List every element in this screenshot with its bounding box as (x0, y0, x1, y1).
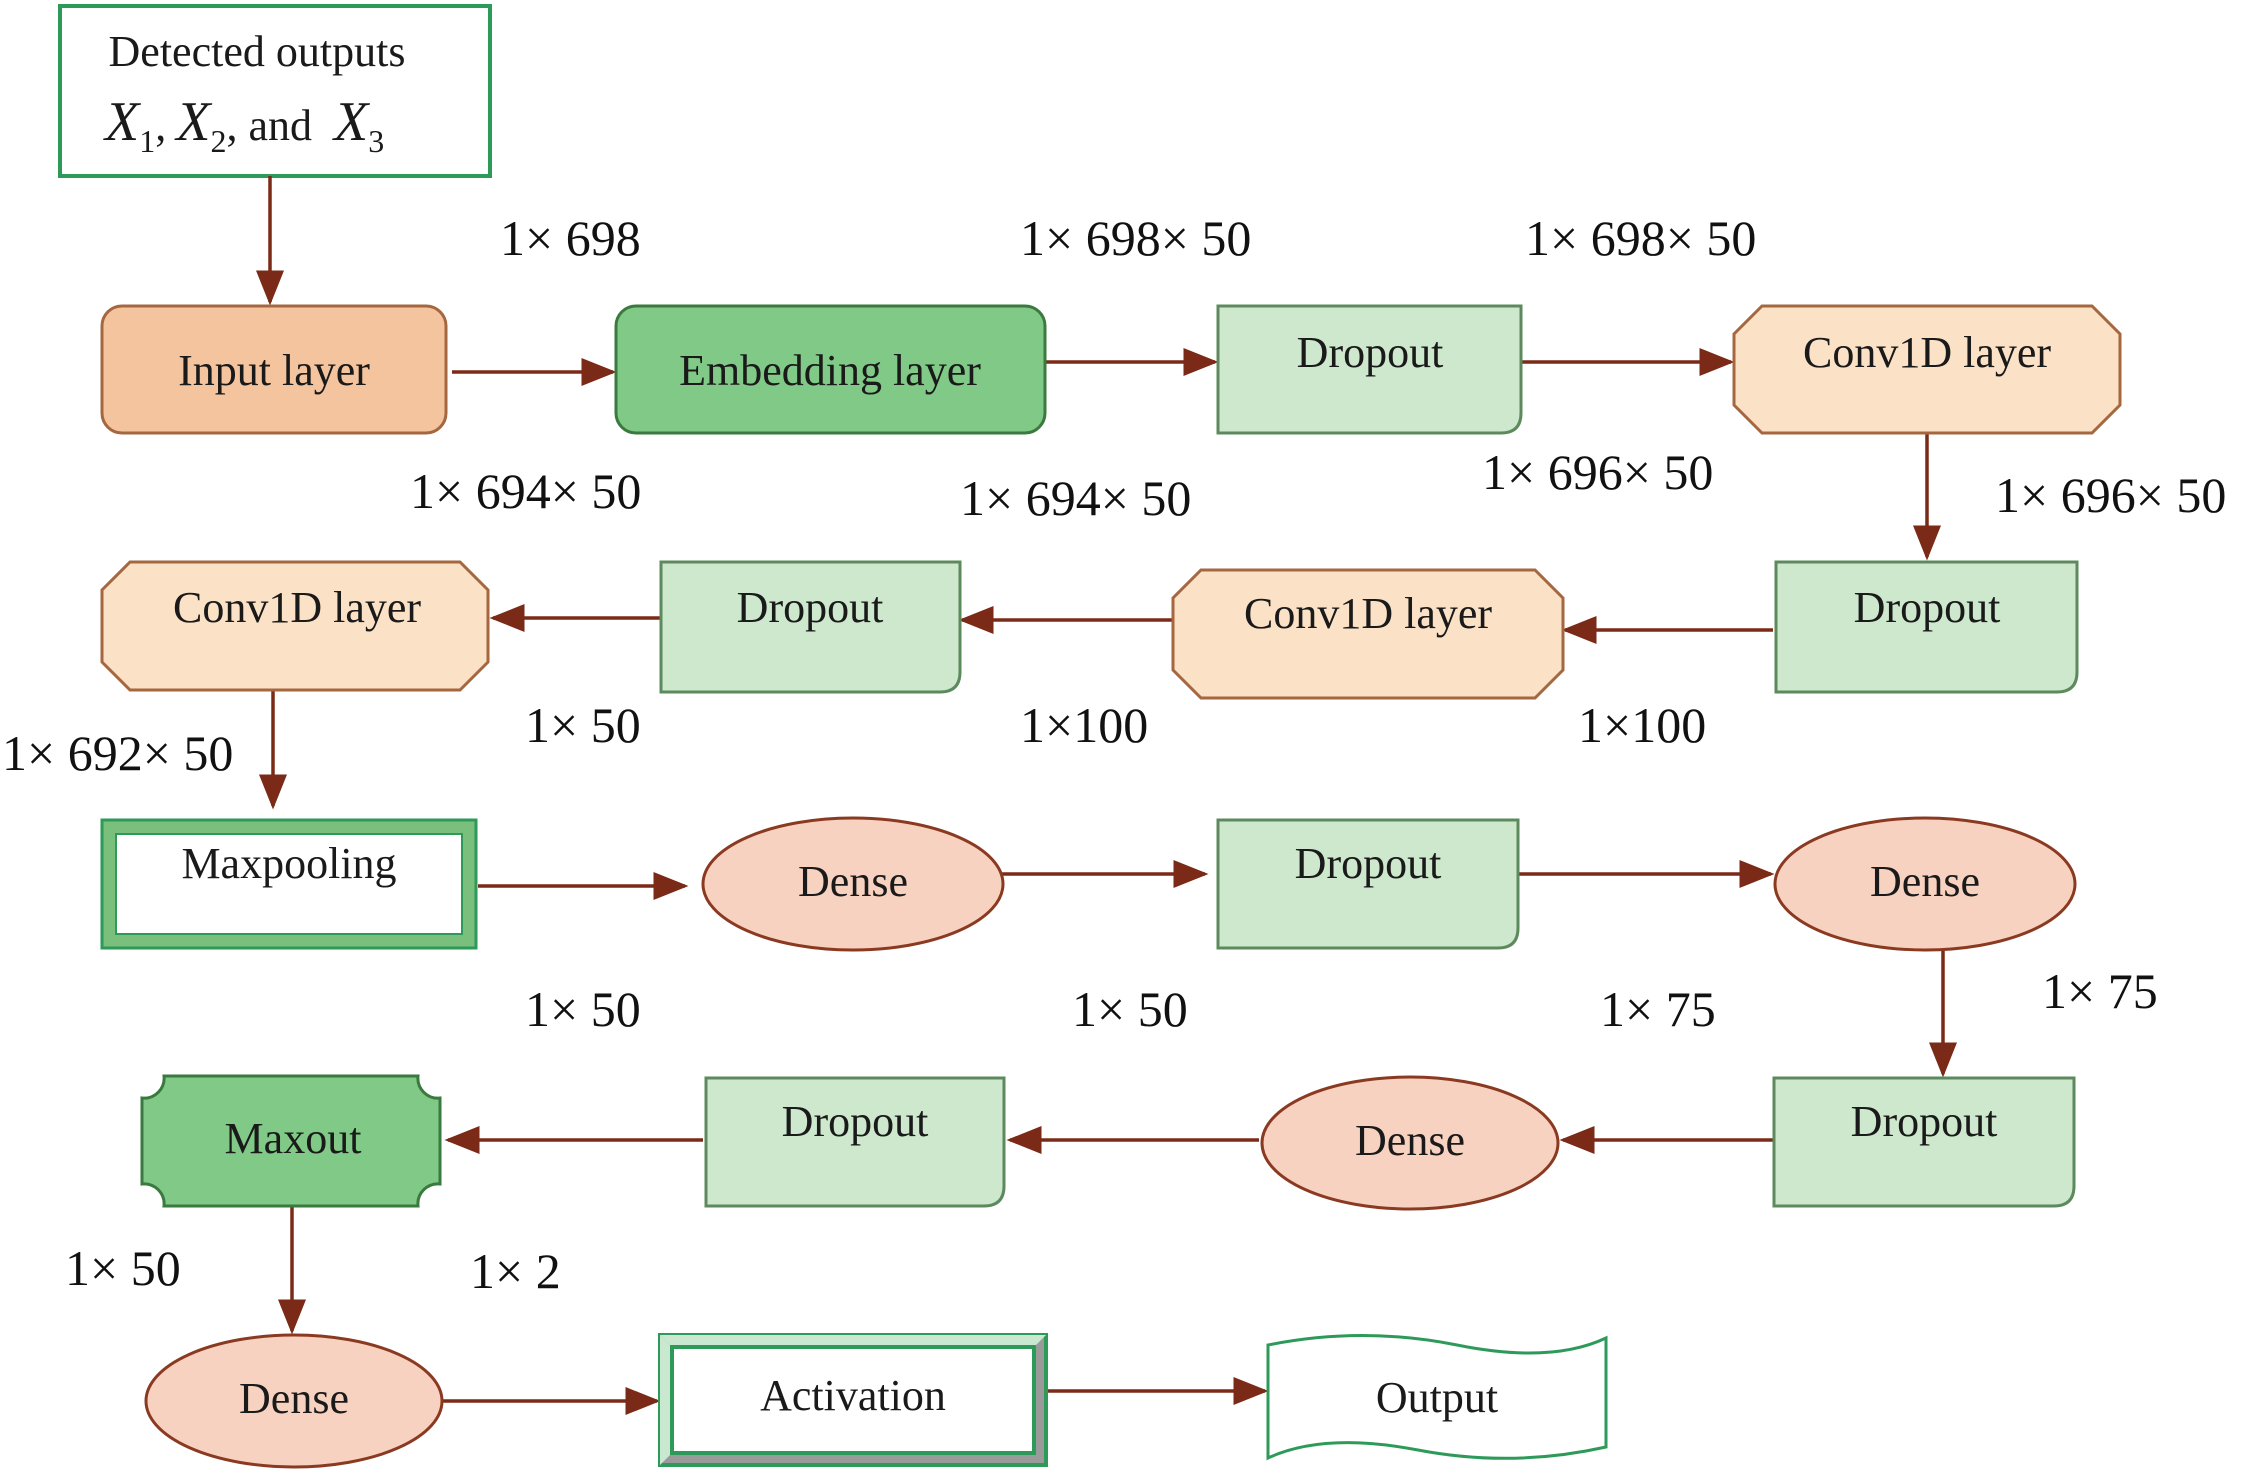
node-dropout-6: Dropout (704, 1076, 1006, 1208)
node-dense-3: Dense (1260, 1075, 1560, 1211)
dim-label: 1× 75 (1600, 981, 1716, 1037)
node-output: Output (1266, 1334, 1608, 1461)
svg-text:Dense: Dense (1355, 1116, 1465, 1165)
dim-label: 1×100 (1020, 697, 1148, 753)
dim-label: 1× 50 (525, 981, 641, 1037)
svg-text:Maxout: Maxout (225, 1114, 362, 1163)
svg-text:Conv1D layer: Conv1D layer (1803, 328, 2051, 377)
svg-text:Embedding layer: Embedding layer (679, 346, 981, 395)
node-conv1d-2: Conv1D layer (1171, 568, 1565, 700)
node-maxpooling: Maxpooling (100, 818, 478, 950)
node-input-layer: Input layer (100, 304, 448, 435)
dim-label: 1× 694× 50 (960, 470, 1191, 526)
node-dropout-3: Dropout (659, 560, 962, 694)
svg-text:Input layer: Input layer (178, 346, 370, 395)
svg-text:Dropout: Dropout (782, 1097, 929, 1146)
node-conv1d-1: Conv1D layer (1732, 304, 2122, 435)
dim-label: 1× 75 (2042, 963, 2158, 1019)
node-conv1d-3: Conv1D layer (100, 560, 490, 692)
svg-text:Dense: Dense (239, 1374, 349, 1423)
svg-text:Activation: Activation (760, 1371, 946, 1420)
node-dropout-2: Dropout (1774, 560, 2079, 694)
dim-label: 1× 694× 50 (410, 463, 641, 519)
svg-text:Conv1D layer: Conv1D layer (1244, 589, 1492, 638)
node-dropout-1: Dropout (1216, 304, 1523, 435)
svg-text:Dropout: Dropout (737, 583, 884, 632)
dim-label: 1× 50 (65, 1240, 181, 1296)
svg-text:Dropout: Dropout (1854, 583, 2001, 632)
dim-label: 1× 696× 50 (1482, 444, 1713, 500)
svg-text:Dropout: Dropout (1297, 328, 1444, 377)
svg-text:Output: Output (1376, 1373, 1498, 1422)
node-embedding-layer: Embedding layer (614, 304, 1047, 435)
svg-text:Dense: Dense (798, 857, 908, 906)
svg-text:Conv1D layer: Conv1D layer (173, 583, 421, 632)
connector-arrows (256, 176, 1957, 1415)
svg-text:Dense: Dense (1870, 857, 1980, 906)
node-dense-2: Dense (1773, 816, 2077, 952)
node-activation: Activation (658, 1333, 1048, 1467)
dim-label: 1× 692× 50 (2, 725, 233, 781)
svg-text:Dropout: Dropout (1295, 839, 1442, 888)
dim-label: 1× 50 (525, 697, 641, 753)
detected-outputs-title: Detected outputs (109, 27, 406, 76)
node-dense-4: Dense (144, 1333, 444, 1469)
dim-label: 1× 50 (1072, 981, 1188, 1037)
dim-label: 1× 698× 50 (1020, 210, 1251, 266)
dim-label: 1× 698 (500, 210, 641, 266)
dim-label: 1× 2 (470, 1243, 561, 1299)
node-dropout-5: Dropout (1772, 1076, 2076, 1208)
svg-text:Maxpooling: Maxpooling (181, 839, 396, 888)
node-maxout: Maxout (140, 1074, 442, 1208)
node-dense-1: Dense (701, 816, 1005, 952)
svg-text:Dropout: Dropout (1851, 1097, 1998, 1146)
dim-label: 1× 696× 50 (1995, 467, 2226, 523)
dim-label: 1×100 (1578, 697, 1706, 753)
node-dropout-4: Dropout (1216, 818, 1520, 950)
dimension-labels: 1× 698 1× 698× 50 1× 698× 50 1× 694× 50 … (2, 210, 2226, 1299)
dim-label: 1× 698× 50 (1525, 210, 1756, 266)
